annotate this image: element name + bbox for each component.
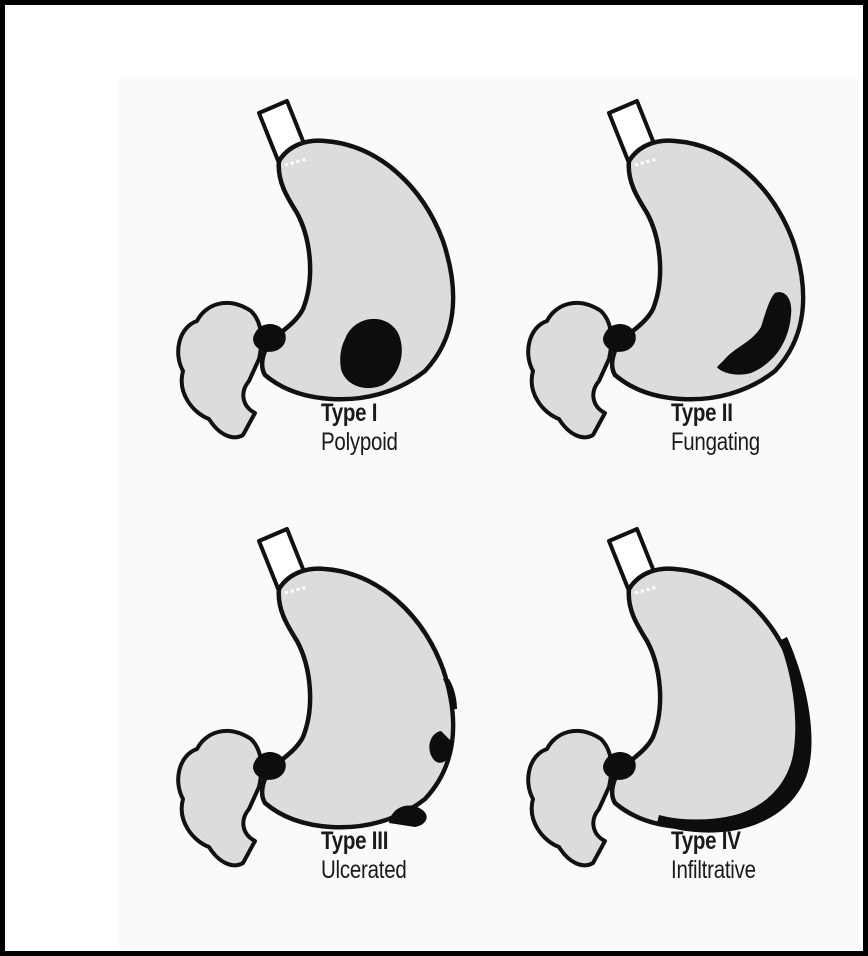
type-description: Polypoid (321, 428, 398, 457)
stomach-figure-type-3: Type III Ulcerated (139, 517, 519, 937)
diagram-panel: Type I Polypoid Type II Fungating (119, 77, 859, 949)
type-label: Type III (321, 827, 407, 856)
stomach-figure-type-1: Type I Polypoid (139, 89, 519, 509)
stomach-figure-type-2: Type II Fungating (489, 89, 868, 509)
stomach-outline (528, 101, 803, 437)
type-label: Type I (321, 399, 398, 428)
type-description: Infiltrative (671, 856, 756, 885)
type-description: Ulcerated (321, 856, 407, 885)
caption-type-2: Type II Fungating (671, 399, 760, 457)
type-label: Type II (671, 399, 760, 428)
stomach-figure-type-4: Type IV Infiltrative (489, 517, 868, 937)
stomach-outline (178, 101, 453, 437)
caption-type-3: Type III Ulcerated (321, 827, 407, 885)
caption-type-1: Type I Polypoid (321, 399, 398, 457)
caption-type-4: Type IV Infiltrative (671, 827, 756, 885)
type-description: Fungating (671, 428, 760, 457)
type-label: Type IV (671, 827, 756, 856)
